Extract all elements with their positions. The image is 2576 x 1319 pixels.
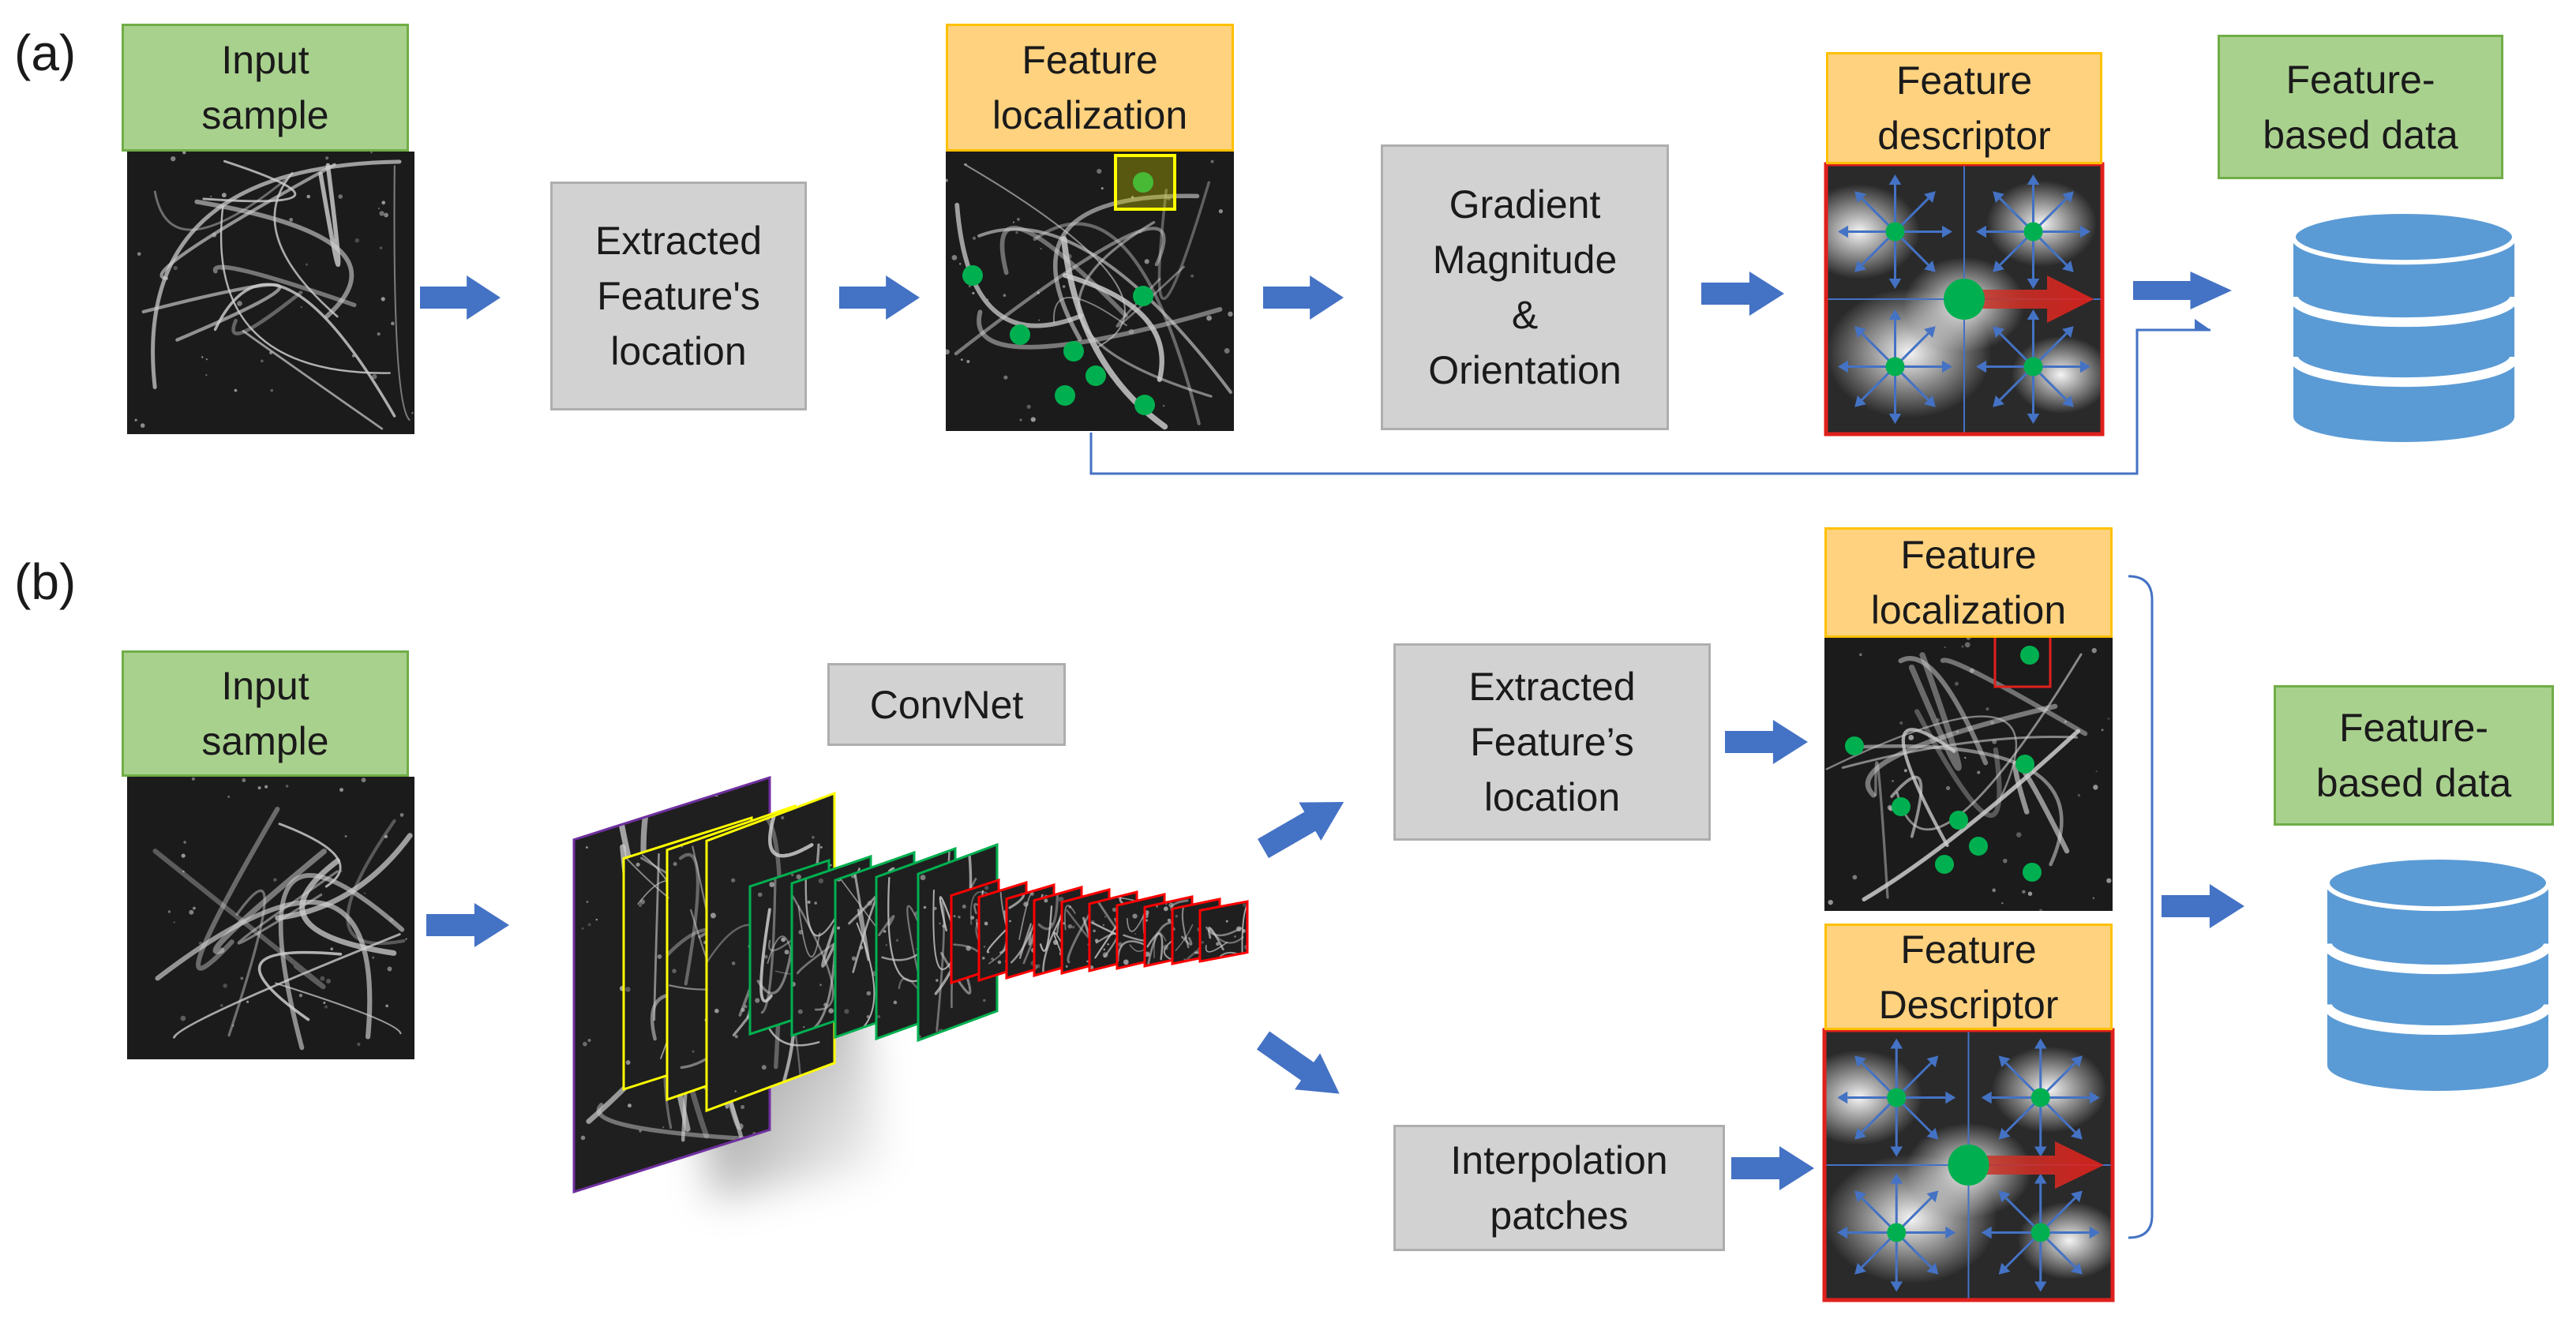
gradient-orientation-box-a: Gradient Magnitude & Orientation xyxy=(1381,144,1669,430)
keypoint-icon xyxy=(1845,736,1864,755)
database-icon xyxy=(2323,855,2553,1091)
arrow-right-icon xyxy=(839,275,920,320)
panel-label-b: (b) xyxy=(14,553,77,610)
keypoint-icon xyxy=(1969,837,1988,856)
feature-map-layer xyxy=(1198,900,1249,963)
keypoint-icon xyxy=(1086,365,1106,386)
input-sample-image-b xyxy=(127,777,414,1059)
extracted-location-box-b: Extracted Feature’s location xyxy=(1393,643,1711,841)
feature-localization-image-b xyxy=(1824,630,2113,911)
highlight-box xyxy=(1114,154,1176,211)
arrow-right-icon xyxy=(2162,884,2244,928)
keypoint-icon xyxy=(1949,811,1968,830)
input-sample-label-a: Input sample xyxy=(122,24,409,152)
feature-localization-label-a: Feature localization xyxy=(946,24,1234,152)
keypoint-icon xyxy=(1063,341,1084,362)
keypoint-icon xyxy=(1935,855,1954,874)
feature-descriptor-image-a xyxy=(1824,162,2105,437)
input-sample-label-b: Input sample xyxy=(122,650,409,777)
keypoint-icon xyxy=(2023,863,2042,882)
arrow-right-icon xyxy=(1263,275,1344,320)
arrow-right-icon xyxy=(1256,1031,1340,1094)
database-icon xyxy=(2289,209,2519,442)
arrow-right-icon xyxy=(1731,1146,1814,1190)
arrow-right-icon xyxy=(1701,272,1784,316)
gradient-arrow-icon xyxy=(1964,275,2094,323)
arrow-right-icon xyxy=(2195,319,2210,330)
feature-descriptor-label-a: Feature descriptor xyxy=(1826,52,2102,164)
keypoint-icon xyxy=(2020,646,2039,665)
feature-based-data-label-a: Feature- based data xyxy=(2218,35,2503,179)
panel-label-a: (a) xyxy=(14,24,77,81)
feature-descriptor-label-b: Feature Descriptor xyxy=(1824,924,2113,1030)
keypoint-icon xyxy=(1133,286,1153,306)
arrow-right-icon xyxy=(1258,802,1344,859)
convnet-label: ConvNet xyxy=(827,663,1066,746)
arrow-right-icon xyxy=(1725,720,1808,764)
skip-connector-line xyxy=(1089,328,2210,475)
keypoint-icon xyxy=(962,265,983,286)
gradient-arrow-icon xyxy=(1968,1141,2105,1189)
interpolation-patches-box: Interpolation patches xyxy=(1393,1125,1725,1251)
keypoint-icon xyxy=(1055,385,1075,406)
arrow-right-icon xyxy=(2133,272,2232,309)
keypoint-icon xyxy=(1010,324,1030,345)
feature-localization-label-b: Feature localization xyxy=(1824,527,2113,638)
extracted-location-box-a: Extracted Feature's location xyxy=(550,182,807,410)
feature-based-data-label-b: Feature- based data xyxy=(2274,685,2554,826)
keypoint-icon xyxy=(1133,172,1153,193)
keypoint-icon xyxy=(2015,755,2034,774)
keypoint-icon xyxy=(1892,797,1910,816)
arrow-right-icon xyxy=(426,903,509,947)
feature-localization-image-a xyxy=(946,152,1234,431)
keypoint-icon xyxy=(1134,395,1155,415)
arrow-right-icon xyxy=(420,275,501,320)
feature-descriptor-image-b xyxy=(1822,1028,2115,1302)
input-sample-image-a xyxy=(127,152,414,434)
grouping-bracket xyxy=(2128,575,2154,1239)
